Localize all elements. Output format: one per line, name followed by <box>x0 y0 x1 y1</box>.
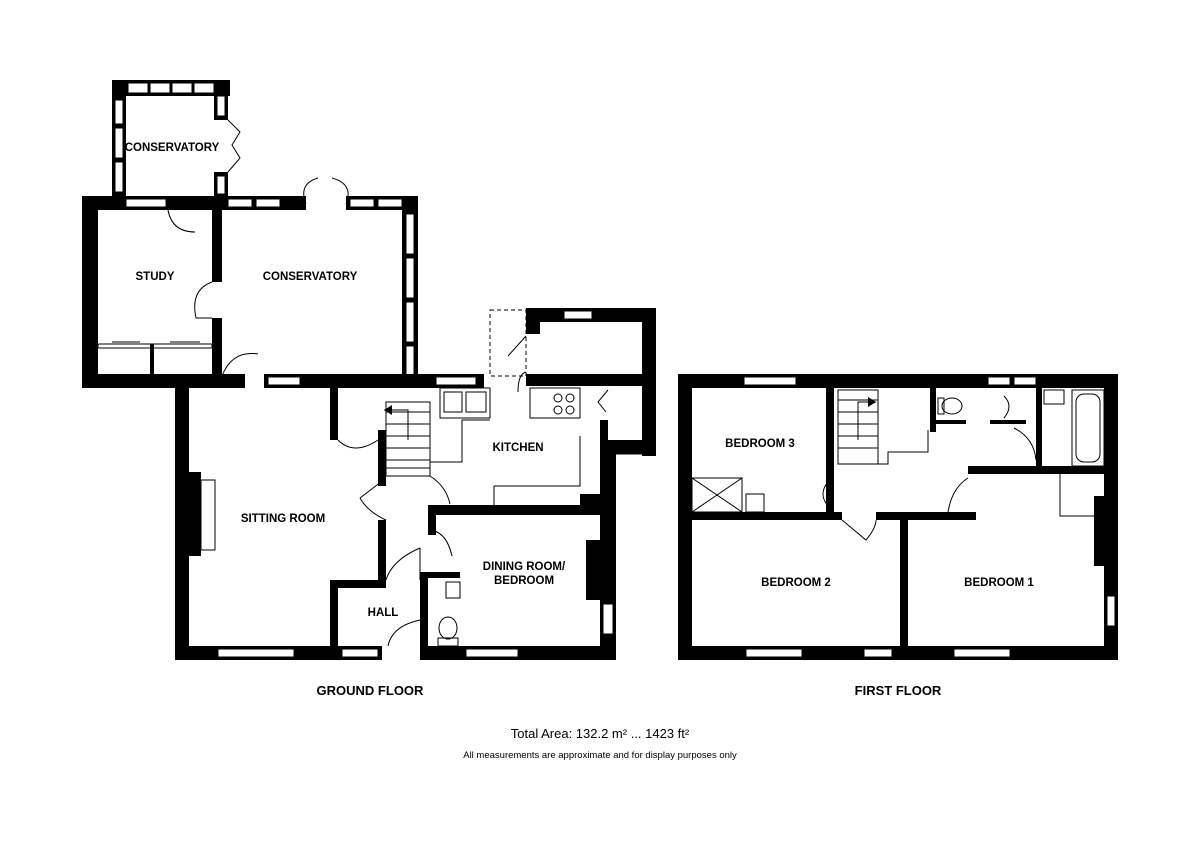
room-label-conservatory-small: CONSERVATORY <box>125 142 220 154</box>
room-label-kitchen: KITCHEN <box>492 442 543 454</box>
large-conservatory-walls <box>212 177 418 386</box>
room-label-bedroom-3: BEDROOM 3 <box>725 438 795 450</box>
first-outer-walls <box>678 374 1118 660</box>
study-walls <box>82 196 222 388</box>
room-label-bedroom-ground: BEDROOM <box>494 575 554 587</box>
disclaimer: All measurements are approximate and for… <box>463 750 737 761</box>
small-conservatory-walls <box>112 80 241 198</box>
floor-label-ground: GROUND FLOOR <box>317 683 424 698</box>
kitchen-walls <box>430 308 656 506</box>
floor-label-first: FIRST FLOOR <box>855 683 942 698</box>
total-area: Total Area: 132.2 m² ... 1423 ft² <box>510 726 690 741</box>
first-floor-plan <box>678 374 1118 660</box>
room-label-sitting-room: SITTING ROOM <box>241 513 325 525</box>
room-label-bedroom-1: BEDROOM 1 <box>964 577 1034 589</box>
ground-internal-walls <box>330 388 600 660</box>
room-label-study: STUDY <box>136 271 175 283</box>
first-internal-walls <box>691 388 1105 646</box>
main-house-walls <box>175 374 616 660</box>
ground-floor-plan <box>82 80 656 660</box>
room-label-bedroom-2: BEDROOM 2 <box>761 577 831 589</box>
room-label-conservatory-large: CONSERVATORY <box>263 271 358 283</box>
room-label-dining-room: DINING ROOM/ <box>483 561 566 573</box>
room-label-hall: HALL <box>368 607 399 619</box>
